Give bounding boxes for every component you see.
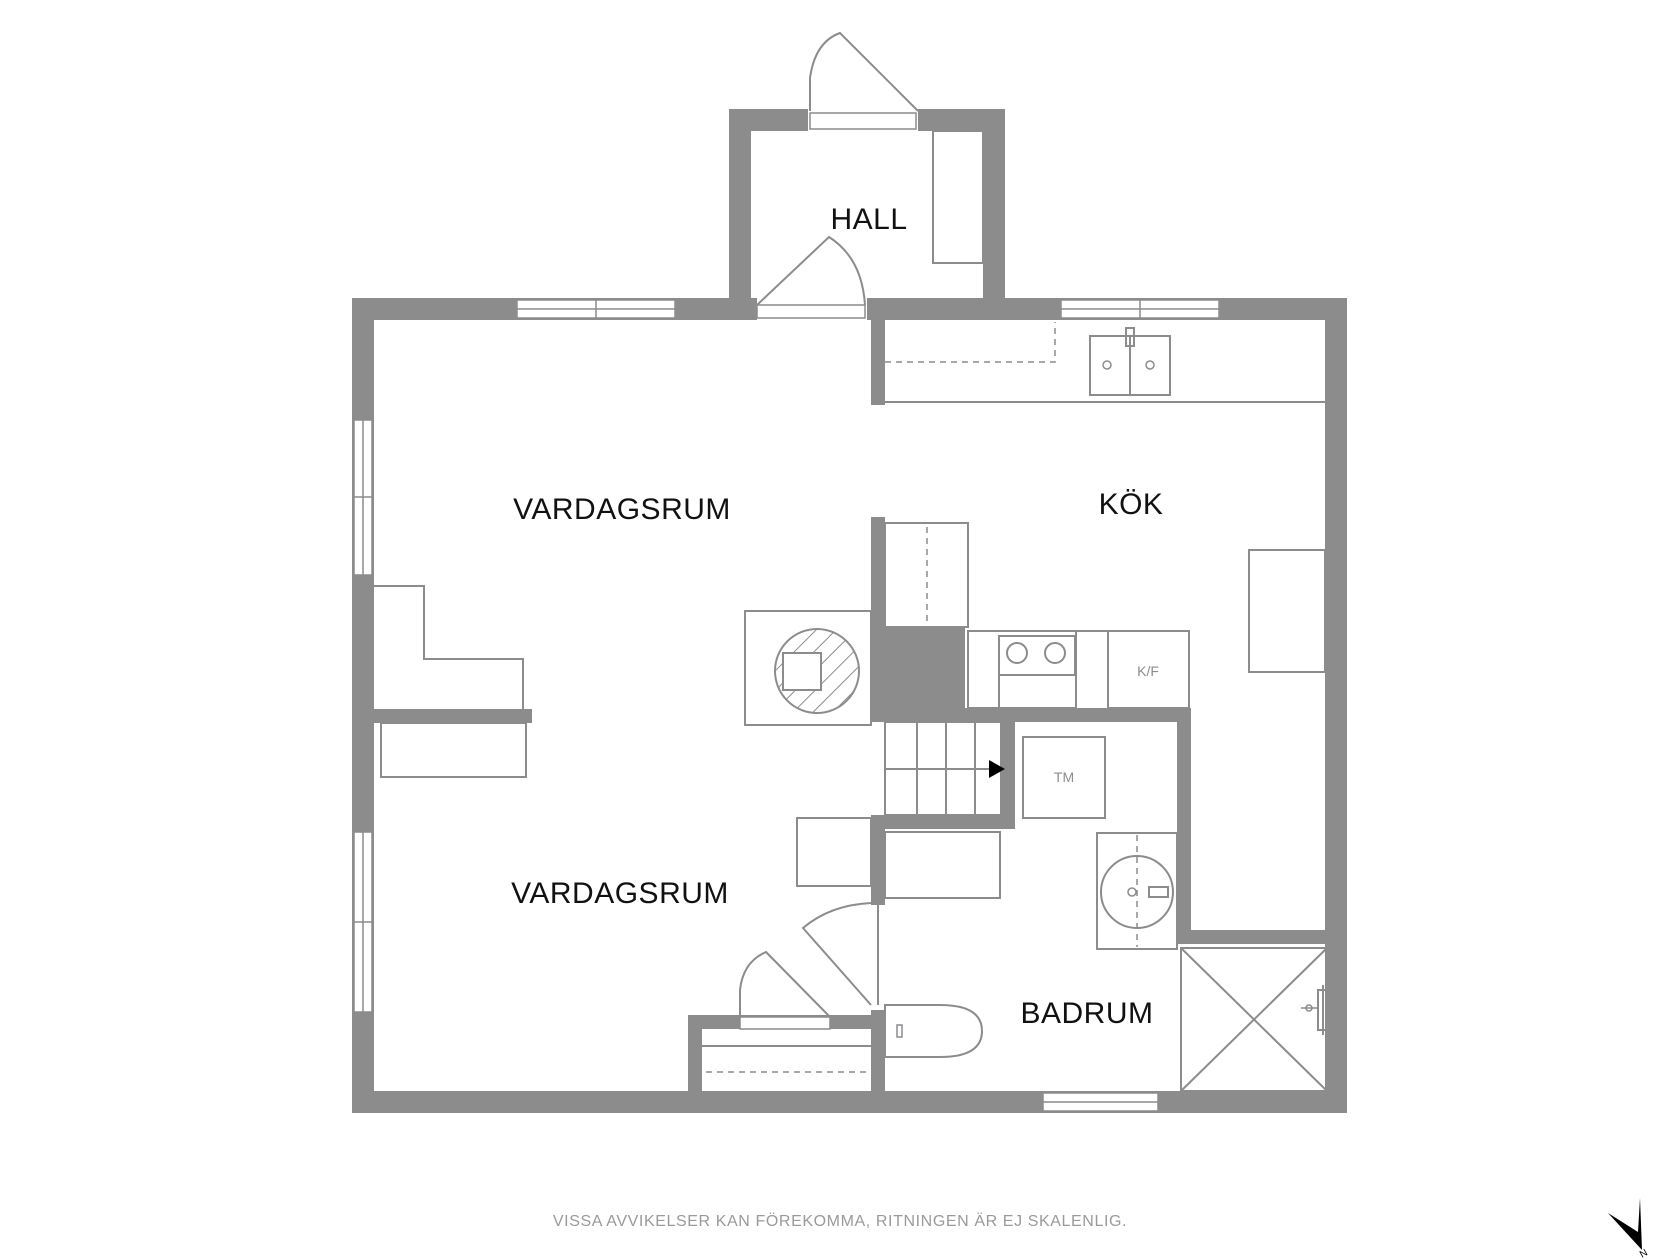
room-label-kok: KÖK <box>1099 488 1164 521</box>
disclaimer: VISSA AVVIKELSER KAN FÖREKOMMA, RITNINGE… <box>552 1213 1128 1230</box>
shower-icon <box>1180 947 1328 1092</box>
stove-icon <box>967 630 1077 709</box>
room-label-hall: HALL <box>830 203 907 236</box>
hall-wardrobe <box>932 130 984 264</box>
compass-label: N <box>1638 1247 1650 1260</box>
fireplace-icon <box>744 610 872 726</box>
room-label-vardagsrum-lower: VARDAGSRUM <box>511 877 729 910</box>
kitchen-fixtures: K/F <box>884 322 1326 709</box>
washing-machine-label: TM <box>1054 769 1074 785</box>
room-label-badrum: BADRUM <box>1020 997 1153 1030</box>
north-arrow-icon: N <box>1608 1198 1650 1260</box>
windows <box>353 299 1220 1112</box>
washbasin-icon <box>1096 832 1178 950</box>
stairs <box>884 721 1005 816</box>
toilet-icon <box>884 1004 984 1058</box>
bathroom-fixtures: TM <box>884 736 1328 1092</box>
room-labels: HALL VARDAGSRUM KÖK VARDAGSRUM BADRUM <box>511 203 1163 1030</box>
living-fixtures <box>374 585 872 1073</box>
washing-machine <box>1022 736 1106 819</box>
room-label-vardagsrum-upper: VARDAGSRUM <box>513 493 731 526</box>
fridge-freezer <box>1107 630 1190 709</box>
fridge-freezer-label: K/F <box>1137 663 1159 679</box>
doors <box>739 31 919 1030</box>
